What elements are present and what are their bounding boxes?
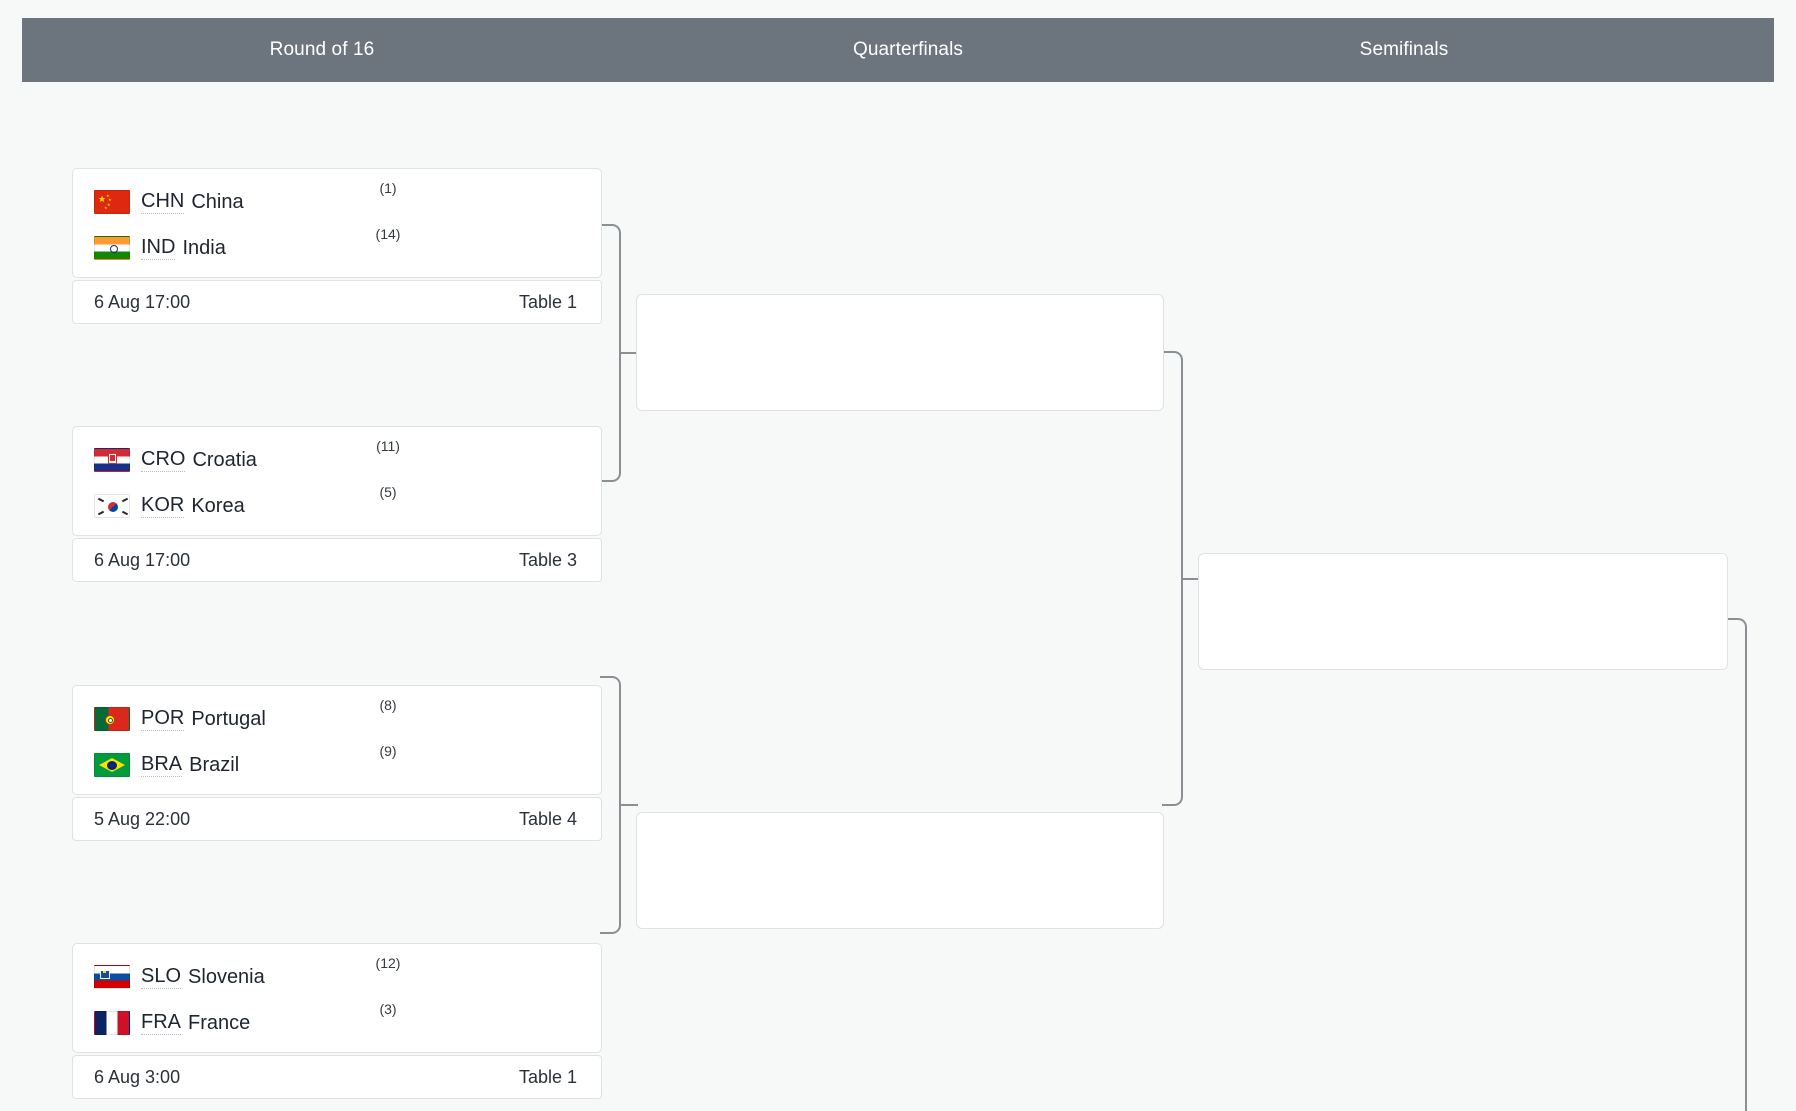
team-name: India [182, 236, 226, 259]
match-card[interactable]: ★ ★ ★ ★ ★ CHN China (1) IND India (14) [72, 168, 602, 324]
team-row[interactable]: FRA France (3) [73, 1000, 601, 1046]
connector-to-qf-2 [619, 804, 638, 806]
flag-brazil-icon [94, 753, 130, 777]
match-date: 6 Aug 17:00 [94, 549, 191, 570]
flag-korea-icon [94, 494, 130, 518]
flag-india-icon [94, 236, 130, 260]
team-name: Croatia [192, 448, 257, 471]
team-code: FRA [141, 1011, 181, 1035]
team-name: Slovenia [188, 965, 265, 988]
team-code: POR [141, 707, 185, 731]
match-footer[interactable]: 6 Aug 17:00 Table 1 [72, 280, 602, 324]
round-label-round-of-16: Round of 16 [269, 39, 375, 60]
team-row[interactable]: POR Portugal (8) [73, 696, 601, 742]
round-label-quarterfinals: Quarterfinals [852, 39, 964, 60]
match-card[interactable]: POR Portugal (8) BRA Brazil (9) 5 Aug 22… [72, 685, 602, 841]
flag-portugal-icon [94, 707, 130, 731]
team-code: BRA [141, 753, 183, 777]
match-table: Table 3 [518, 549, 577, 570]
connector-to-qf-1 [619, 352, 638, 354]
match-teams[interactable]: ★ ★ ★ ★ ★ CHN China (1) IND India (14) [72, 168, 602, 278]
team-seed: (1) [379, 180, 397, 196]
match-card[interactable]: CRO Croatia (11) KOR Korea (5) 6 Aug 17:… [72, 426, 602, 582]
match-teams[interactable]: SLO Slovenia (12) FRA France (3) [72, 943, 602, 1053]
team-row[interactable]: IND India (14) [73, 225, 601, 271]
connector-qf-pair-1 [1162, 351, 1183, 806]
round-header-bar: Round of 16 Quarterfinals Semifinals [22, 18, 1774, 82]
match-footer[interactable]: 5 Aug 22:00 Table 4 [72, 797, 602, 841]
match-table: Table 1 [518, 291, 577, 312]
team-code: KOR [141, 494, 185, 518]
match-date: 5 Aug 22:00 [94, 808, 191, 829]
team-row[interactable]: BRA Brazil (9) [73, 742, 601, 788]
match-teams[interactable]: CRO Croatia (11) KOR Korea (5) [72, 426, 602, 536]
team-row[interactable]: SLO Slovenia (12) [73, 954, 601, 1000]
team-code: CRO [141, 448, 186, 472]
match-footer[interactable]: 6 Aug 17:00 Table 3 [72, 538, 602, 582]
match-card[interactable]: SLO Slovenia (12) FRA France (3) 6 Aug 3… [72, 943, 602, 1099]
connector-r16-pair-2 [600, 676, 621, 934]
team-code: SLO [141, 965, 182, 989]
flag-croatia-icon [94, 448, 130, 472]
connector-sf-to-final [1726, 618, 1747, 1111]
match-table: Table 1 [518, 1066, 577, 1087]
team-name: Brazil [189, 753, 240, 776]
empty-match-slot-qf-1[interactable] [636, 294, 1164, 411]
team-code: CHN [141, 190, 185, 214]
team-seed: (9) [379, 743, 397, 759]
match-date: 6 Aug 17:00 [94, 291, 191, 312]
team-name: China [191, 190, 244, 213]
match-date: 6 Aug 3:00 [94, 1066, 181, 1087]
match-teams[interactable]: POR Portugal (8) BRA Brazil (9) [72, 685, 602, 795]
match-table: Table 4 [518, 808, 577, 829]
team-name: Korea [191, 494, 245, 517]
team-row[interactable]: ★ ★ ★ ★ ★ CHN China (1) [73, 179, 601, 225]
team-seed: (11) [376, 438, 400, 454]
flag-slovenia-icon [94, 965, 130, 989]
team-seed: (3) [379, 1001, 397, 1017]
flag-china-icon: ★ ★ ★ ★ ★ [94, 190, 130, 214]
empty-match-slot-sf-1[interactable] [1198, 553, 1728, 670]
team-seed: (8) [379, 697, 397, 713]
team-seed: (5) [379, 484, 397, 500]
team-row[interactable]: CRO Croatia (11) [73, 437, 601, 483]
connector-to-sf-1 [1181, 578, 1200, 580]
match-footer[interactable]: 6 Aug 3:00 Table 1 [72, 1055, 602, 1099]
team-name: France [188, 1011, 251, 1034]
team-seed: (14) [375, 226, 401, 242]
flag-france-icon [94, 1011, 130, 1035]
round-label-semifinals: Semifinals [1359, 39, 1449, 60]
team-seed: (12) [375, 955, 401, 971]
team-name: Portugal [191, 707, 266, 730]
team-row[interactable]: KOR Korea (5) [73, 483, 601, 529]
connector-r16-pair-1 [600, 224, 621, 482]
team-code: IND [141, 236, 176, 260]
empty-match-slot-qf-2[interactable] [636, 812, 1164, 929]
